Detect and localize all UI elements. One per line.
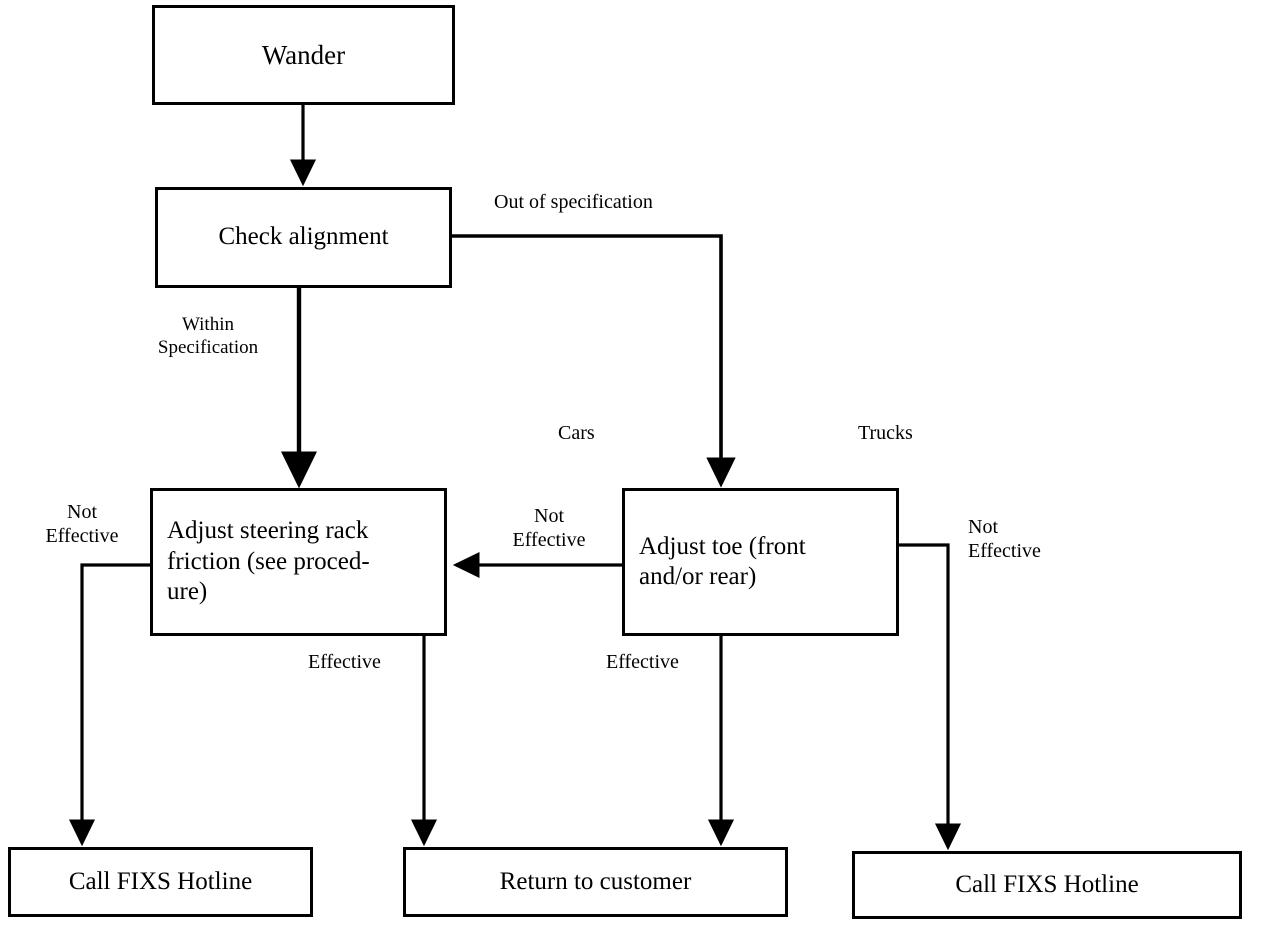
node-check-alignment-label: Check alignment bbox=[218, 223, 389, 251]
edge-label-not-effective-left: Not Effective bbox=[45, 501, 119, 547]
edge-label-not-effective-middle: Not Effective bbox=[512, 505, 586, 551]
node-wander-label: Wander bbox=[261, 39, 346, 70]
node-adjust-steering-rack-friction[interactable]: Adjust steering rack friction (see proce… bbox=[150, 488, 447, 636]
edge-label-within-specification: Within Specification bbox=[157, 314, 259, 358]
node-check-alignment[interactable]: Check alignment bbox=[155, 187, 452, 288]
node-call-fixs-hotline-right-label: Call FIXS Hotline bbox=[955, 870, 1139, 898]
edge-label-not-effective-right: Not Effective bbox=[968, 516, 1041, 562]
connector-check-to-toe bbox=[452, 234, 736, 488]
node-adjust-toe-label: Adjust toe (front and/or rear) bbox=[639, 532, 806, 591]
node-return-to-customer[interactable]: Return to customer bbox=[403, 847, 788, 917]
edge-label-trucks: Trucks bbox=[858, 422, 913, 444]
connector-rack-to-hotline1 bbox=[68, 563, 150, 847]
node-wander[interactable]: Wander bbox=[152, 5, 455, 105]
node-call-fixs-hotline-left[interactable]: Call FIXS Hotline bbox=[8, 847, 313, 917]
node-adjust-toe[interactable]: Adjust toe (front and/or rear) bbox=[622, 488, 899, 636]
connector-toe-to-hotline2 bbox=[899, 543, 962, 851]
node-return-to-customer-label: Return to customer bbox=[499, 867, 692, 895]
node-call-fixs-hotline-right[interactable]: Call FIXS Hotline bbox=[852, 851, 1242, 919]
edge-label-effective-toe: Effective bbox=[606, 651, 679, 673]
node-call-fixs-hotline-left-label: Call FIXS Hotline bbox=[68, 867, 253, 895]
edge-label-out-of-specification: Out of specification bbox=[494, 191, 653, 213]
edge-label-cars: Cars bbox=[558, 422, 595, 444]
edge-label-effective-rack: Effective bbox=[308, 651, 381, 673]
node-adjust-steering-rack-friction-label: Adjust steering rack friction (see proce… bbox=[167, 517, 370, 606]
